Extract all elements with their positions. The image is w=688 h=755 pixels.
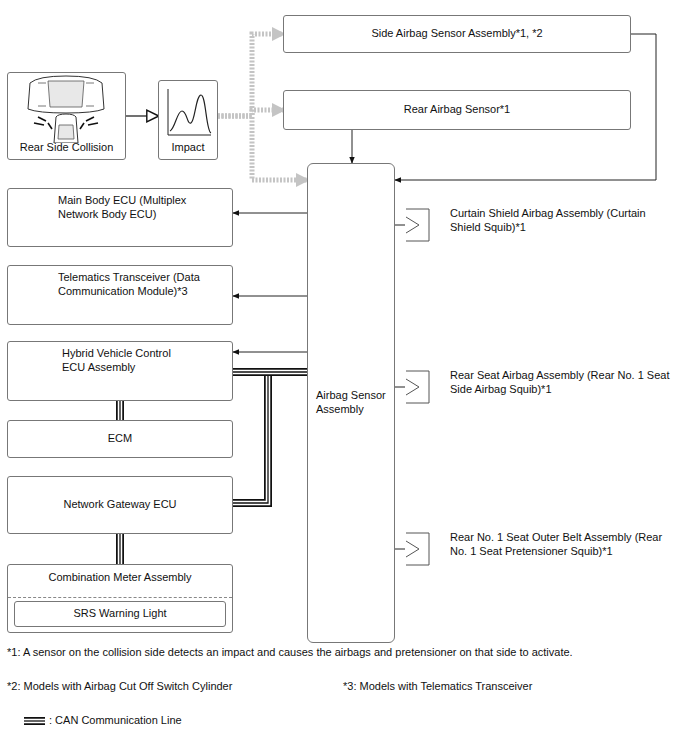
legend-text: : CAN Communication Line	[49, 714, 182, 726]
legend-sample	[24, 721, 45, 722]
note-text: *3: Models with Telematics Transceiver	[343, 680, 673, 694]
node-label: SRS Warning Light	[73, 607, 166, 621]
signal-line	[395, 549, 405, 550]
signal-line	[352, 130, 353, 163]
node-label: Impact	[171, 141, 204, 155]
signal-line	[218, 34, 283, 116]
node-label: Rear Airbag Sensor*1	[404, 103, 510, 117]
ecu-box: Telematics Transceiver (Data Communicati…	[7, 265, 233, 325]
squib-symbol	[405, 529, 435, 569]
signal-line	[395, 225, 405, 226]
squib-part: Rear Seat Airbag Assembly (Rear No. 1 Se…	[405, 367, 680, 407]
node-label: Curtain Shield Airbag Assembly (Curtain …	[450, 207, 675, 235]
impact-graph	[159, 81, 217, 143]
signal-line	[233, 296, 307, 297]
ecu-box: Airbag Sensor Assembly	[307, 163, 395, 643]
signal-line	[233, 352, 307, 353]
squib-part: Rear No. 1 Seat Outer Belt Assembly (Rea…	[405, 529, 680, 569]
node-label: Combination Meter Assembly	[48, 571, 191, 585]
graph-box: Impact	[158, 80, 218, 160]
signal-line	[395, 387, 405, 388]
node-label: Network Gateway ECU	[63, 498, 176, 512]
node-label: Main Body ECU (Multiplex Network Body EC…	[58, 194, 192, 222]
ecu-box: Hybrid Vehicle Control ECU Assembly	[7, 341, 233, 401]
can-line	[233, 372, 307, 373]
node-label: Rear Side Collision	[20, 141, 114, 155]
sensor-box: Rear Airbag Sensor*1	[283, 90, 631, 130]
warning-light-box: SRS Warning Light	[14, 601, 226, 627]
can-line	[120, 534, 121, 564]
dashed-divider	[8, 597, 232, 598]
node-label: Side Airbag Sensor Assembly*1, *2	[371, 27, 542, 41]
node-label: Telematics Transceiver (Data Communicati…	[58, 271, 202, 299]
squib-symbol	[405, 367, 435, 407]
signal-line	[233, 213, 307, 214]
can-line	[120, 401, 121, 420]
node-label: ECM	[108, 432, 132, 446]
ecu-box: Network Gateway ECU	[7, 476, 233, 534]
node-label: Rear Seat Airbag Assembly (Rear No. 1 Se…	[450, 369, 675, 397]
legend-entry: : CAN Communication Line	[49, 714, 182, 728]
illustration-box: Rear Side Collision	[7, 72, 126, 160]
node-label: Airbag Sensor Assembly	[316, 389, 386, 417]
squib-symbol	[405, 205, 435, 245]
node-label: Hybrid Vehicle Control ECU Assembly	[62, 347, 192, 375]
can-line	[233, 372, 307, 503]
signal-line	[126, 116, 158, 117]
node-label: Rear No. 1 Seat Outer Belt Assembly (Rea…	[450, 531, 675, 559]
ecu-box: Main Body ECU (Multiplex Network Body EC…	[7, 188, 233, 247]
note-text: *2: Models with Airbag Cut Off Switch Cy…	[7, 680, 327, 694]
meter-box: SRS Warning Light Combination Meter Assem…	[7, 564, 233, 633]
note-text: *1: A sensor on the collision side detec…	[7, 646, 683, 660]
squib-part: Curtain Shield Airbag Assembly (Curtain …	[405, 205, 680, 245]
ecu-box: ECM	[7, 420, 233, 458]
sensor-box: Side Airbag Sensor Assembly*1, *2	[283, 15, 631, 53]
collision-illustration	[8, 73, 125, 143]
